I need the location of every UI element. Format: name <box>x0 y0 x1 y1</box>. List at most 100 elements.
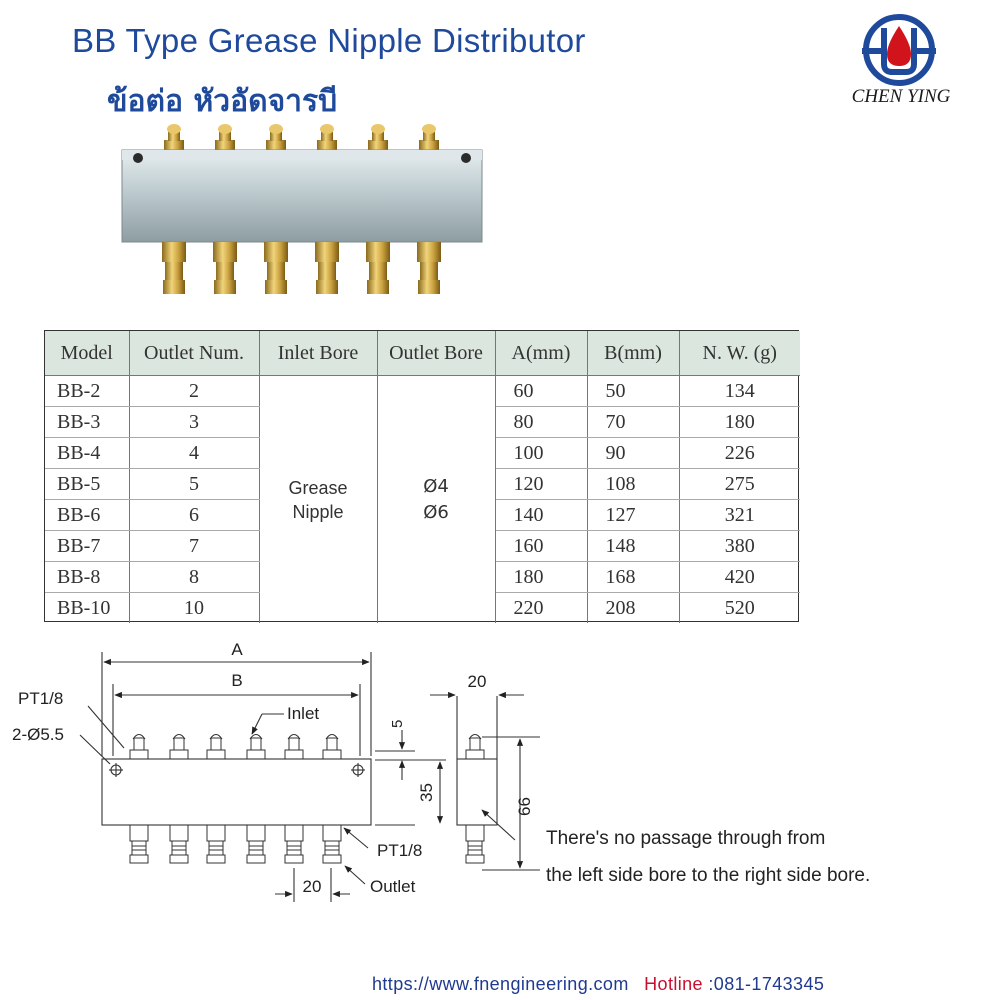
cell-b: 168 <box>587 561 680 593</box>
hotline-number: :081-1743345 <box>708 974 825 994</box>
inlet-label: Inlet <box>287 704 319 723</box>
page-title: BB Type Grease Nipple Distributor <box>72 22 586 59</box>
product-photo <box>121 124 483 294</box>
outlet-fitting-icon <box>315 242 339 294</box>
cell-a: 160 <box>495 530 588 562</box>
drawing-fitting-icon <box>129 824 149 864</box>
cell-nw: 275 <box>679 468 800 500</box>
cell-b: 70 <box>587 406 680 438</box>
cell-nw: 420 <box>679 561 800 593</box>
cell-model: BB-5 <box>45 468 130 500</box>
cell-model: BB-2 <box>45 375 130 407</box>
page-subtitle-thai: ข้อต่อ หัวอัดจารบี <box>107 84 338 119</box>
cell-nw: 180 <box>679 406 800 438</box>
cell-model: BB-10 <box>45 592 130 623</box>
cell-model: BB-7 <box>45 530 130 562</box>
note-line-2: the left side bore to the right side bor… <box>546 865 871 886</box>
inlet-bore-line-2: Nipple <box>292 501 344 522</box>
cell-outlets: 2 <box>129 375 260 407</box>
spec-table: Model Outlet Num. Inlet Bore Outlet Bore… <box>44 330 800 623</box>
header-b: B(mm) <box>587 331 680 376</box>
logo-text: CHEN YING <box>851 86 951 107</box>
outlet-fitting-icon <box>162 242 186 294</box>
cell-b: 148 <box>587 530 680 562</box>
cell-a: 120 <box>495 468 588 500</box>
header-model: Model <box>45 331 130 376</box>
header-inlet-bore: Inlet Bore <box>259 331 378 376</box>
cell-model: BB-4 <box>45 437 130 469</box>
table-row: BB-5 5 120 108 275 <box>45 468 800 500</box>
outlet-fitting-icon <box>213 242 237 294</box>
note-line-1: There's no passage through from <box>546 828 826 849</box>
cell-nw: 226 <box>679 437 800 469</box>
table-row: BB-2 2 Grease Nipple Ø4 Ø6 60 50 134 <box>45 375 800 623</box>
cell-outlets: 7 <box>129 530 260 562</box>
outlet-fitting-icon <box>264 242 288 294</box>
dim-66-label: 66 <box>515 797 534 816</box>
drawing-fitting-icon <box>169 824 189 864</box>
outlet-label: Outlet <box>370 877 416 896</box>
table-row: BB-4 4 100 90 226 <box>45 437 800 469</box>
grease-nipple-icon <box>164 124 184 152</box>
dim-35-label: 35 <box>417 783 436 802</box>
cell-outlets: 4 <box>129 437 260 469</box>
website-link[interactable]: https://www.fnengineering.com <box>372 974 629 994</box>
cell-model: BB-3 <box>45 406 130 438</box>
header-a: A(mm) <box>495 331 588 376</box>
cell-outlet-bore: Ø4 Ø6 <box>377 375 496 623</box>
cell-b: 50 <box>587 375 680 407</box>
grease-nipple-icon <box>419 124 439 152</box>
table-row: BB-6 6 140 127 321 <box>45 499 800 531</box>
cell-b: 208 <box>587 592 680 623</box>
cell-a: 220 <box>495 592 588 623</box>
drawing-nipple-icon <box>465 734 485 760</box>
inlet-bore-line-1: Grease <box>288 477 348 498</box>
header-nw: N. W. (g) <box>679 331 800 376</box>
drawing-fitting-icon <box>284 824 304 864</box>
dim-20-bottom-label: 20 <box>303 877 322 896</box>
header-outlet-bore: Outlet Bore <box>377 331 496 376</box>
chen-ying-logo-icon <box>862 14 936 86</box>
drawing-nipple-icon <box>322 734 342 760</box>
table-header-row: Model Outlet Num. Inlet Bore Outlet Bore… <box>45 331 800 376</box>
cell-b: 108 <box>587 468 680 500</box>
cell-outlets: 6 <box>129 499 260 531</box>
cell-a: 100 <box>495 437 588 469</box>
grease-nipple-icon <box>368 124 388 152</box>
table-row: BB-3 3 80 70 180 <box>45 406 800 438</box>
cell-outlets: 10 <box>129 592 260 623</box>
cell-outlets: 8 <box>129 561 260 593</box>
drawing-fitting-icon <box>206 824 226 864</box>
outlet-bore-line-1: Ø4 <box>423 475 449 497</box>
drawing-fitting-icon <box>465 824 485 864</box>
hole-label: 2-Ø5.5 <box>12 725 64 744</box>
footer: https://www.fnengineering.com Hotline :0… <box>372 974 824 995</box>
cell-outlets: 5 <box>129 468 260 500</box>
pt-top-label: PT1/8 <box>18 689 63 708</box>
header-outlet-num: Outlet Num. <box>129 331 260 376</box>
dim-20-side-label: 20 <box>468 672 487 691</box>
grease-nipple-icon <box>266 124 286 152</box>
drawing-fitting-icon <box>322 824 342 864</box>
table-row: BB-8 8 180 168 420 <box>45 561 800 593</box>
outlet-bore-line-2: Ø6 <box>423 501 449 523</box>
drawing-nipple-icon <box>169 734 189 760</box>
cell-a: 180 <box>495 561 588 593</box>
cell-nw: 380 <box>679 530 800 562</box>
cell-a: 140 <box>495 499 588 531</box>
table-row: BB-10 10 220 208 520 <box>45 592 800 623</box>
cell-nw: 321 <box>679 499 800 531</box>
grease-nipple-icon <box>317 124 337 152</box>
cell-a: 80 <box>495 406 588 438</box>
dim-b-label: B <box>231 671 242 690</box>
drawing-nipple-icon <box>284 734 304 760</box>
drawing-nipple-icon <box>129 734 149 760</box>
cell-a: 60 <box>495 375 588 407</box>
cell-b: 90 <box>587 437 680 469</box>
pt-bottom-label: PT1/8 <box>377 841 422 860</box>
cell-nw: 134 <box>679 375 800 407</box>
drawing-nipple-icon <box>246 734 266 760</box>
table-row: BB-7 7 160 148 380 <box>45 530 800 562</box>
outlet-fitting-icon <box>417 242 441 294</box>
cell-nw: 520 <box>724 596 755 619</box>
